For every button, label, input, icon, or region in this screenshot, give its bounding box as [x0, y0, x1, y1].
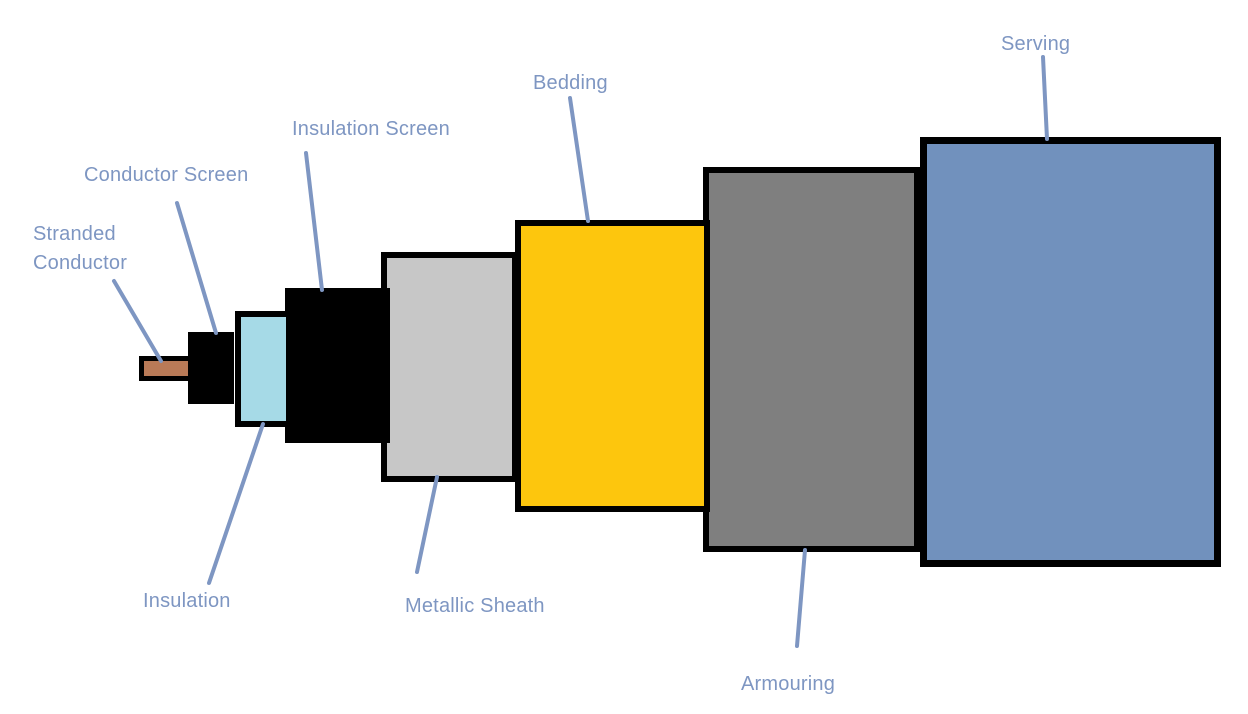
insulation-screen-label: Insulation Screen	[292, 118, 450, 140]
metallic-sheath-pointer-line	[415, 475, 439, 574]
armouring-block	[703, 167, 920, 552]
conductor-screen-block	[188, 332, 234, 404]
serving-label: Serving	[1001, 33, 1071, 55]
insulation-block	[235, 311, 292, 427]
metallic-sheath-label: Metallic Sheath	[405, 595, 545, 617]
insulation-screen-block	[285, 288, 390, 443]
armouring-label: Armouring	[741, 673, 836, 695]
serving-block	[920, 137, 1221, 567]
bedding-block	[515, 220, 710, 512]
insulation-label: Insulation	[143, 590, 231, 612]
conductor-screen-label: Conductor Screen	[84, 164, 249, 186]
armouring-pointer-line	[795, 548, 807, 648]
stranded-conductor-block	[139, 356, 193, 381]
serving-pointer-line	[1041, 55, 1049, 141]
bedding-label: Bedding	[533, 72, 608, 94]
insulation-screen-pointer-line	[304, 151, 324, 292]
bedding-pointer-line	[568, 96, 590, 223]
stranded-conductor-pointer-line	[112, 279, 163, 363]
conductor-screen-pointer-line	[175, 201, 218, 335]
metallic-sheath-block	[381, 252, 518, 482]
insulation-pointer-line	[207, 422, 265, 585]
stranded-conductor-label: Stranded Conductor	[33, 223, 128, 274]
